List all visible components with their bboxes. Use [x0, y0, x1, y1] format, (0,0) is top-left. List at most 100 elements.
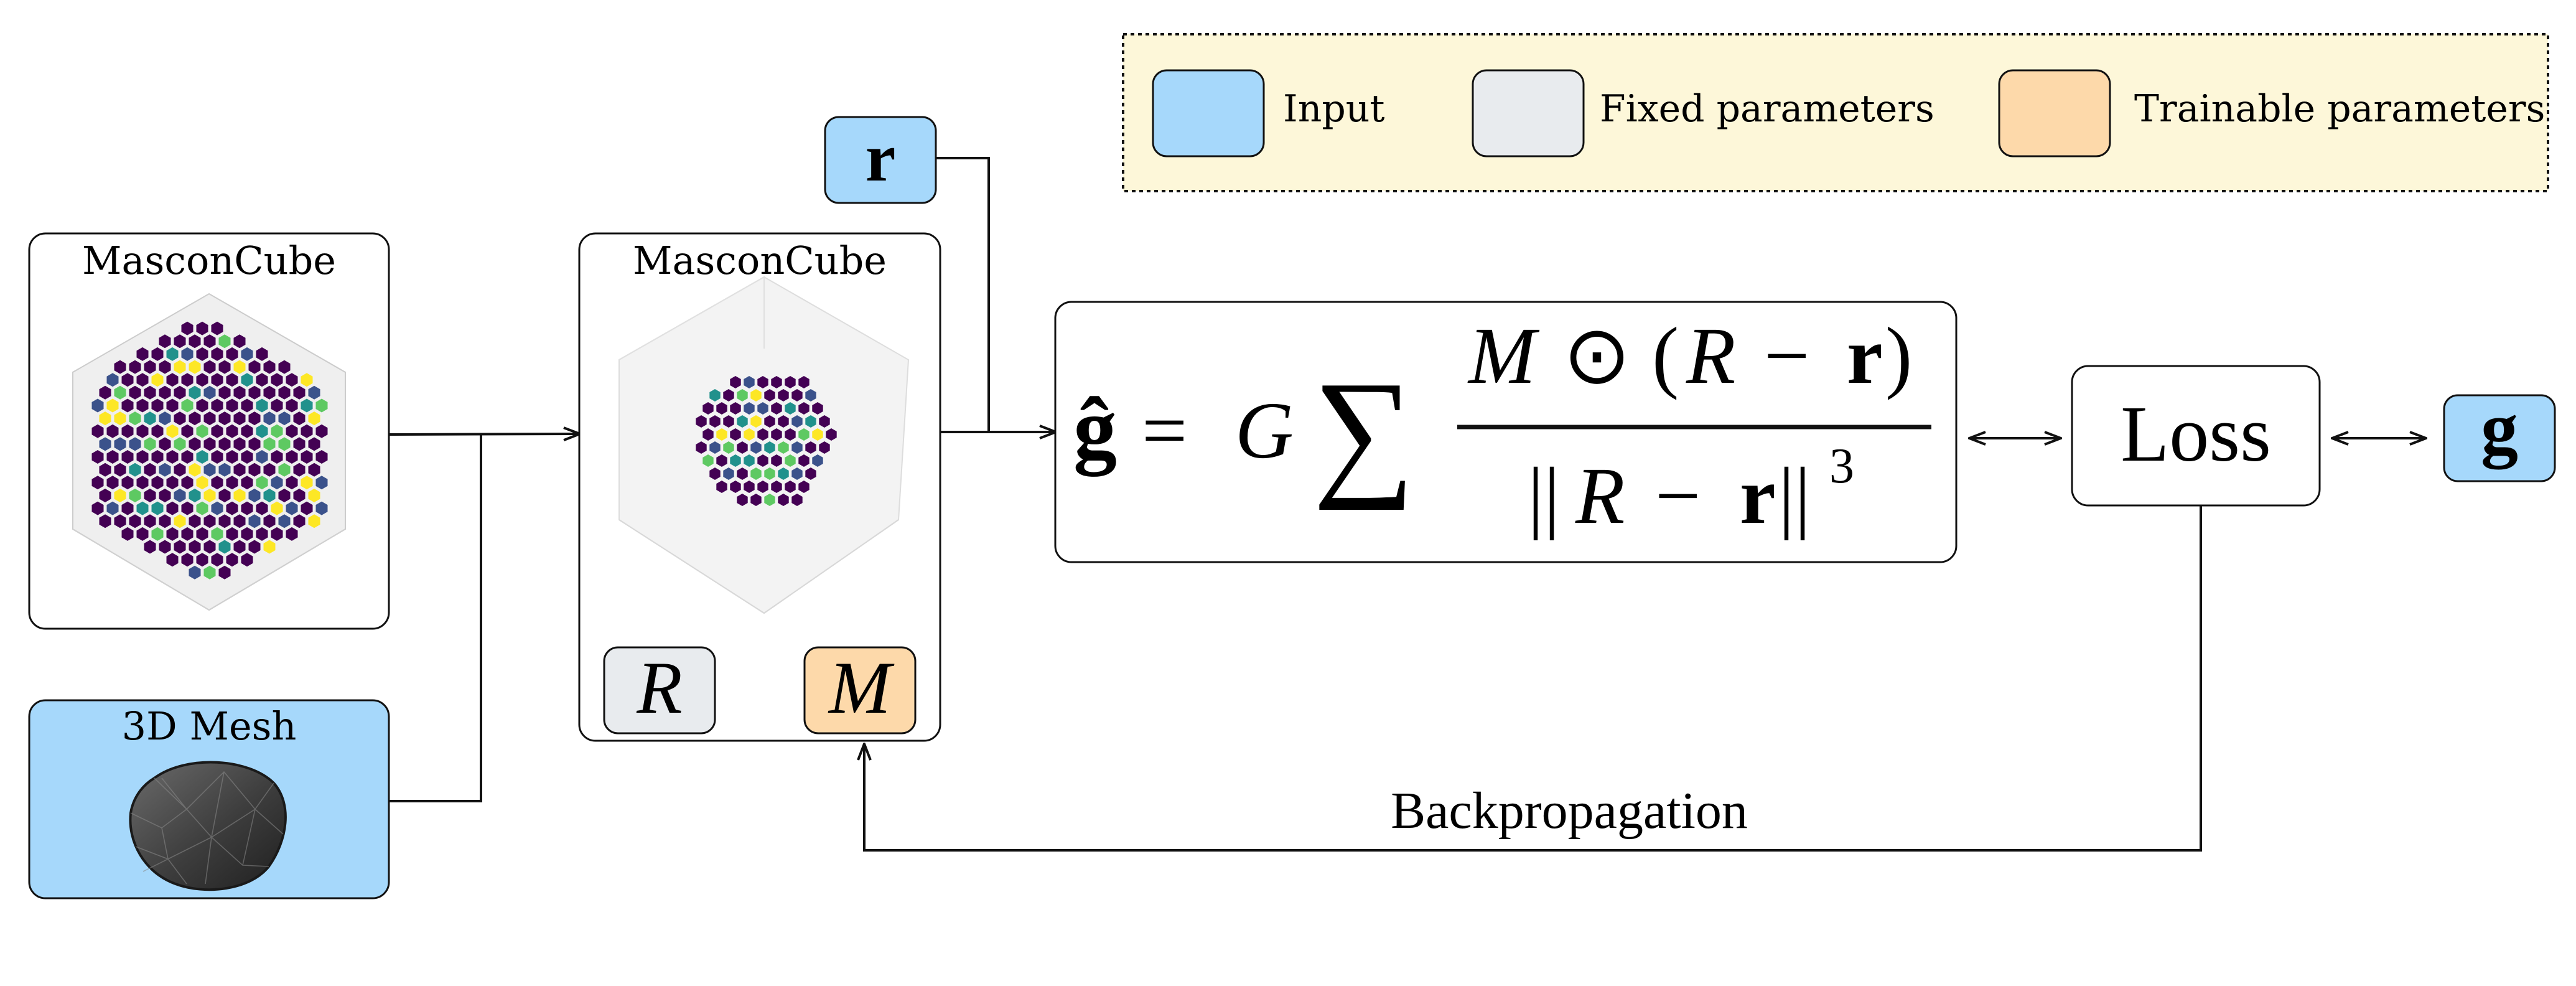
mascon-point	[196, 398, 208, 413]
mascon-point	[805, 467, 816, 480]
mascon-point	[181, 527, 194, 541]
mascon-point	[301, 373, 313, 387]
mascon-point	[196, 527, 208, 541]
mascon-point	[750, 494, 762, 506]
mascon-point	[757, 376, 768, 388]
numerator-close-paren: )	[1885, 311, 1912, 401]
mascon-point	[159, 360, 171, 374]
mascon-point	[791, 494, 803, 506]
mascon-point	[106, 398, 119, 413]
legend: Input Fixed parameters Trainable paramet…	[1122, 33, 2549, 192]
legend-label-fixed: Fixed parameters	[1600, 87, 1934, 131]
mascon-point	[144, 360, 156, 374]
mascon-point	[196, 476, 208, 490]
mascon-point	[136, 476, 149, 490]
mascon-point	[271, 501, 283, 515]
mascon-point	[785, 454, 796, 467]
legend-swatch-trainable	[1998, 69, 2111, 157]
mascon-point	[196, 501, 208, 515]
mascon-point	[271, 424, 283, 438]
input-connectors	[388, 434, 579, 802]
loss-label: Loss	[2121, 390, 2271, 478]
mascon-point	[791, 467, 803, 480]
mascon-point	[771, 428, 782, 441]
mascon-point	[151, 450, 164, 464]
mascon-point	[293, 514, 306, 528]
mascon-point	[702, 454, 714, 467]
mascon-point	[211, 373, 223, 387]
mascon-point	[144, 540, 156, 554]
formula-sum: ∑	[1313, 352, 1415, 510]
mascon-point	[241, 527, 253, 541]
mascon-point	[812, 402, 823, 415]
mascon-point	[151, 424, 164, 438]
mascon-point	[211, 476, 223, 490]
mascon-point	[709, 467, 721, 480]
mascon-point	[248, 385, 261, 400]
mascon-point	[129, 462, 141, 477]
mascon-points-trained	[696, 376, 837, 506]
mascon-point	[785, 481, 796, 493]
formula-connectors	[936, 157, 1055, 432]
mascon-point	[233, 385, 246, 400]
mascon-point	[737, 389, 748, 401]
mascon-point	[121, 398, 134, 413]
mascon-point	[301, 476, 313, 490]
mascon-point	[174, 411, 186, 426]
mascon-point	[99, 462, 111, 477]
mascon-point	[129, 437, 141, 451]
mascon-point	[196, 553, 208, 567]
mascon-point	[174, 360, 186, 374]
mascon-point	[771, 454, 782, 467]
mascon-point	[716, 428, 727, 441]
mascon-point	[256, 347, 268, 361]
mascon-point	[293, 489, 306, 502]
mascon-point	[174, 462, 186, 477]
mascon-point	[730, 402, 741, 415]
mascon-point	[106, 476, 119, 490]
mascon-point	[136, 450, 149, 464]
mascon-point	[218, 385, 231, 400]
mascon-point	[166, 476, 179, 490]
mascon-point	[166, 553, 179, 567]
mascon-point	[211, 527, 223, 541]
mascon-point	[819, 441, 830, 454]
fixed-param-R-box	[603, 646, 716, 735]
mascon-point	[248, 360, 261, 374]
mascon-point	[315, 501, 328, 515]
mascon-point	[218, 437, 231, 451]
mascon-point	[196, 450, 208, 464]
trainable-param-M: M	[803, 646, 917, 735]
mascon-point	[136, 373, 149, 387]
mascon-point	[114, 385, 126, 400]
mascon-point	[798, 402, 810, 415]
mascon-point	[91, 424, 104, 438]
mascon-point	[91, 450, 104, 464]
mascon-point	[702, 428, 714, 441]
mascon-points-full	[91, 321, 328, 580]
mascon-point	[723, 467, 734, 480]
mascon-point	[723, 415, 734, 428]
mascon-point	[218, 514, 231, 528]
legend-label-trainable: Trainable parameters	[2134, 87, 2545, 131]
mascon-point	[181, 553, 194, 567]
mascon-point	[181, 450, 194, 464]
mascon-point	[226, 398, 238, 413]
mascon-point	[136, 398, 149, 413]
trainable-param-M-symbol: M	[828, 646, 895, 729]
mascon-point	[203, 334, 216, 349]
mascon-point	[174, 437, 186, 451]
mascon-point	[241, 450, 253, 464]
mascon-point	[271, 476, 283, 490]
mascon-point	[166, 424, 179, 438]
mascon-point	[144, 385, 156, 400]
mascon-point	[121, 373, 134, 387]
mascon-point	[241, 553, 253, 567]
mascon-point	[737, 467, 748, 480]
mascon-point	[181, 347, 194, 361]
mascon-point	[737, 441, 748, 454]
connector-mesh-to-model	[389, 434, 482, 802]
mascon-point	[189, 565, 201, 580]
mascon-point	[271, 373, 283, 387]
gravity-formula-node: ĝ = G ∑ M ⊙ ( R − r ) || R − r || 3	[1054, 301, 1958, 563]
